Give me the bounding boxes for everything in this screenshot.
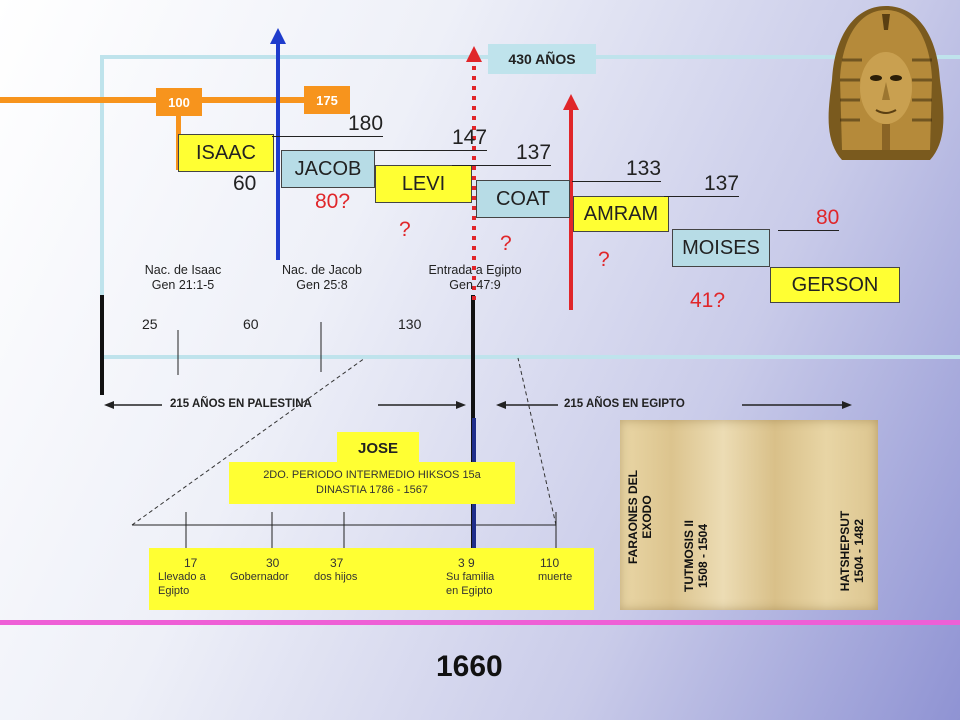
jacob-age-start: 80? [315,190,351,213]
milestone-age: 3 9 [458,556,475,570]
papyrus-heading: FARAONES DEL EXODO [626,452,654,582]
hiksos-period: 2DO. PERIODO INTERMEDIO HIKSOS 15a DINAS… [229,462,515,504]
coat-box: COAT [476,180,570,218]
papyrus-heading-1: FARAONES DEL [626,470,640,565]
coat-age-start: ? [500,232,512,255]
isaac-age-end: 180 [272,112,384,137]
moises-box: MOISES [672,229,770,267]
milestone-30: 30 Gobernador [230,556,289,584]
event-title: Nac. de Jacob [282,263,362,277]
hatshepsut-dates: 1504 - 1482 [852,518,866,584]
milestone-desc: dos hijos [314,571,358,583]
milestone-age: 110 [540,556,560,570]
milestone-110: 110 muerte [538,556,572,584]
event-year-25: 25 [142,316,158,332]
span-label: 430 AÑOS [488,44,596,74]
levi-age-end: 137 [452,141,552,166]
amram-box: AMRAM [573,196,669,232]
hatshepsut-label: HATSHEPSUT 1504 - 1482 [838,496,866,606]
event-title: Entrada a Egipto [428,263,522,277]
hatshepsut-name: HATSHEPSUT [838,510,852,592]
year-label: 1660 [436,650,503,683]
left-axis-line [100,295,104,395]
tag-100: 100 [156,88,202,116]
levi-age-start: ? [399,218,411,241]
event-title: Nac. de Isaac [144,263,222,277]
period-egipto: 215 AÑOS EN EGIPTO [564,398,685,410]
milestone-desc2: en Egipto [446,585,493,597]
jose-milestones-box [149,548,594,610]
tutmosis-dates: 1508 - 1504 [696,523,710,589]
milestone-desc: Su familia [446,571,495,583]
jacob-age-end: 147 [374,126,488,151]
hiksos-line2: DINASTIA 1786 - 1567 [316,484,428,496]
event-ref: Gen 47:9 [449,278,501,292]
milestone-39: 3 9 Su familia en Egipto [446,556,494,598]
blue-arrow-head [270,28,286,44]
isaac-age-start: 60 [233,172,257,195]
bottom-pink-line [0,620,960,625]
moises-age-end: 80 [778,206,840,231]
levi-box: LEVI [375,165,472,203]
pharaoh-head-image [828,6,944,160]
red-dotted-head [466,46,482,62]
hiksos-line1: 2DO. PERIODO INTERMEDIO HIKSOS 15a [263,469,481,481]
tag-175: 175 [304,86,350,114]
gerson-box: GERSON [770,267,900,303]
milestone-17: 17 Llevado a Egipto [158,556,206,598]
isaac-box: ISAAC [178,134,274,172]
milestone-37: 37 dos hijos [314,556,357,584]
jose-label: JOSE [337,432,419,464]
amram-age-end: 137 [664,172,740,197]
milestone-age: 37 [330,556,344,570]
event-isaac: Nac. de Isaac Gen 21:1-5 [128,263,238,293]
period-palestina: 215 AÑOS EN PALESTINA [170,398,312,410]
milestone-desc: Llevado a [158,571,206,583]
mid-guide-line [100,355,960,359]
event-year-130: 130 [398,316,422,332]
event-egipto: Entrada a Egipto Gen 47:9 [410,263,540,293]
milestone-desc2: Egipto [158,585,190,597]
milestone-age: 17 [184,556,198,570]
event-ref: Gen 21:1-5 [151,278,215,292]
milestone-desc: Gobernador [230,571,289,583]
tutmosis-label: TUTMOSIS II 1508 - 1504 [682,506,710,606]
milestone-desc: muerte [538,571,573,583]
jacob-box: JACOB [281,150,375,188]
gerson-age-start: 41? [690,289,726,312]
event-jacob: Nac. de Jacob Gen 25:8 [262,263,382,293]
tutmosis-name: TUTMOSIS II [682,520,696,592]
event-ref: Gen 25:8 [296,278,348,292]
left-guide-line [100,55,104,355]
red-arrow-head [563,94,579,110]
coat-age-end: 133 [572,157,662,182]
papyrus-heading-2: EXODO [640,495,654,539]
papyrus [620,420,878,610]
milestone-age: 30 [266,556,280,570]
event-year-60: 60 [243,316,259,332]
amram-age-start: ? [598,248,610,271]
